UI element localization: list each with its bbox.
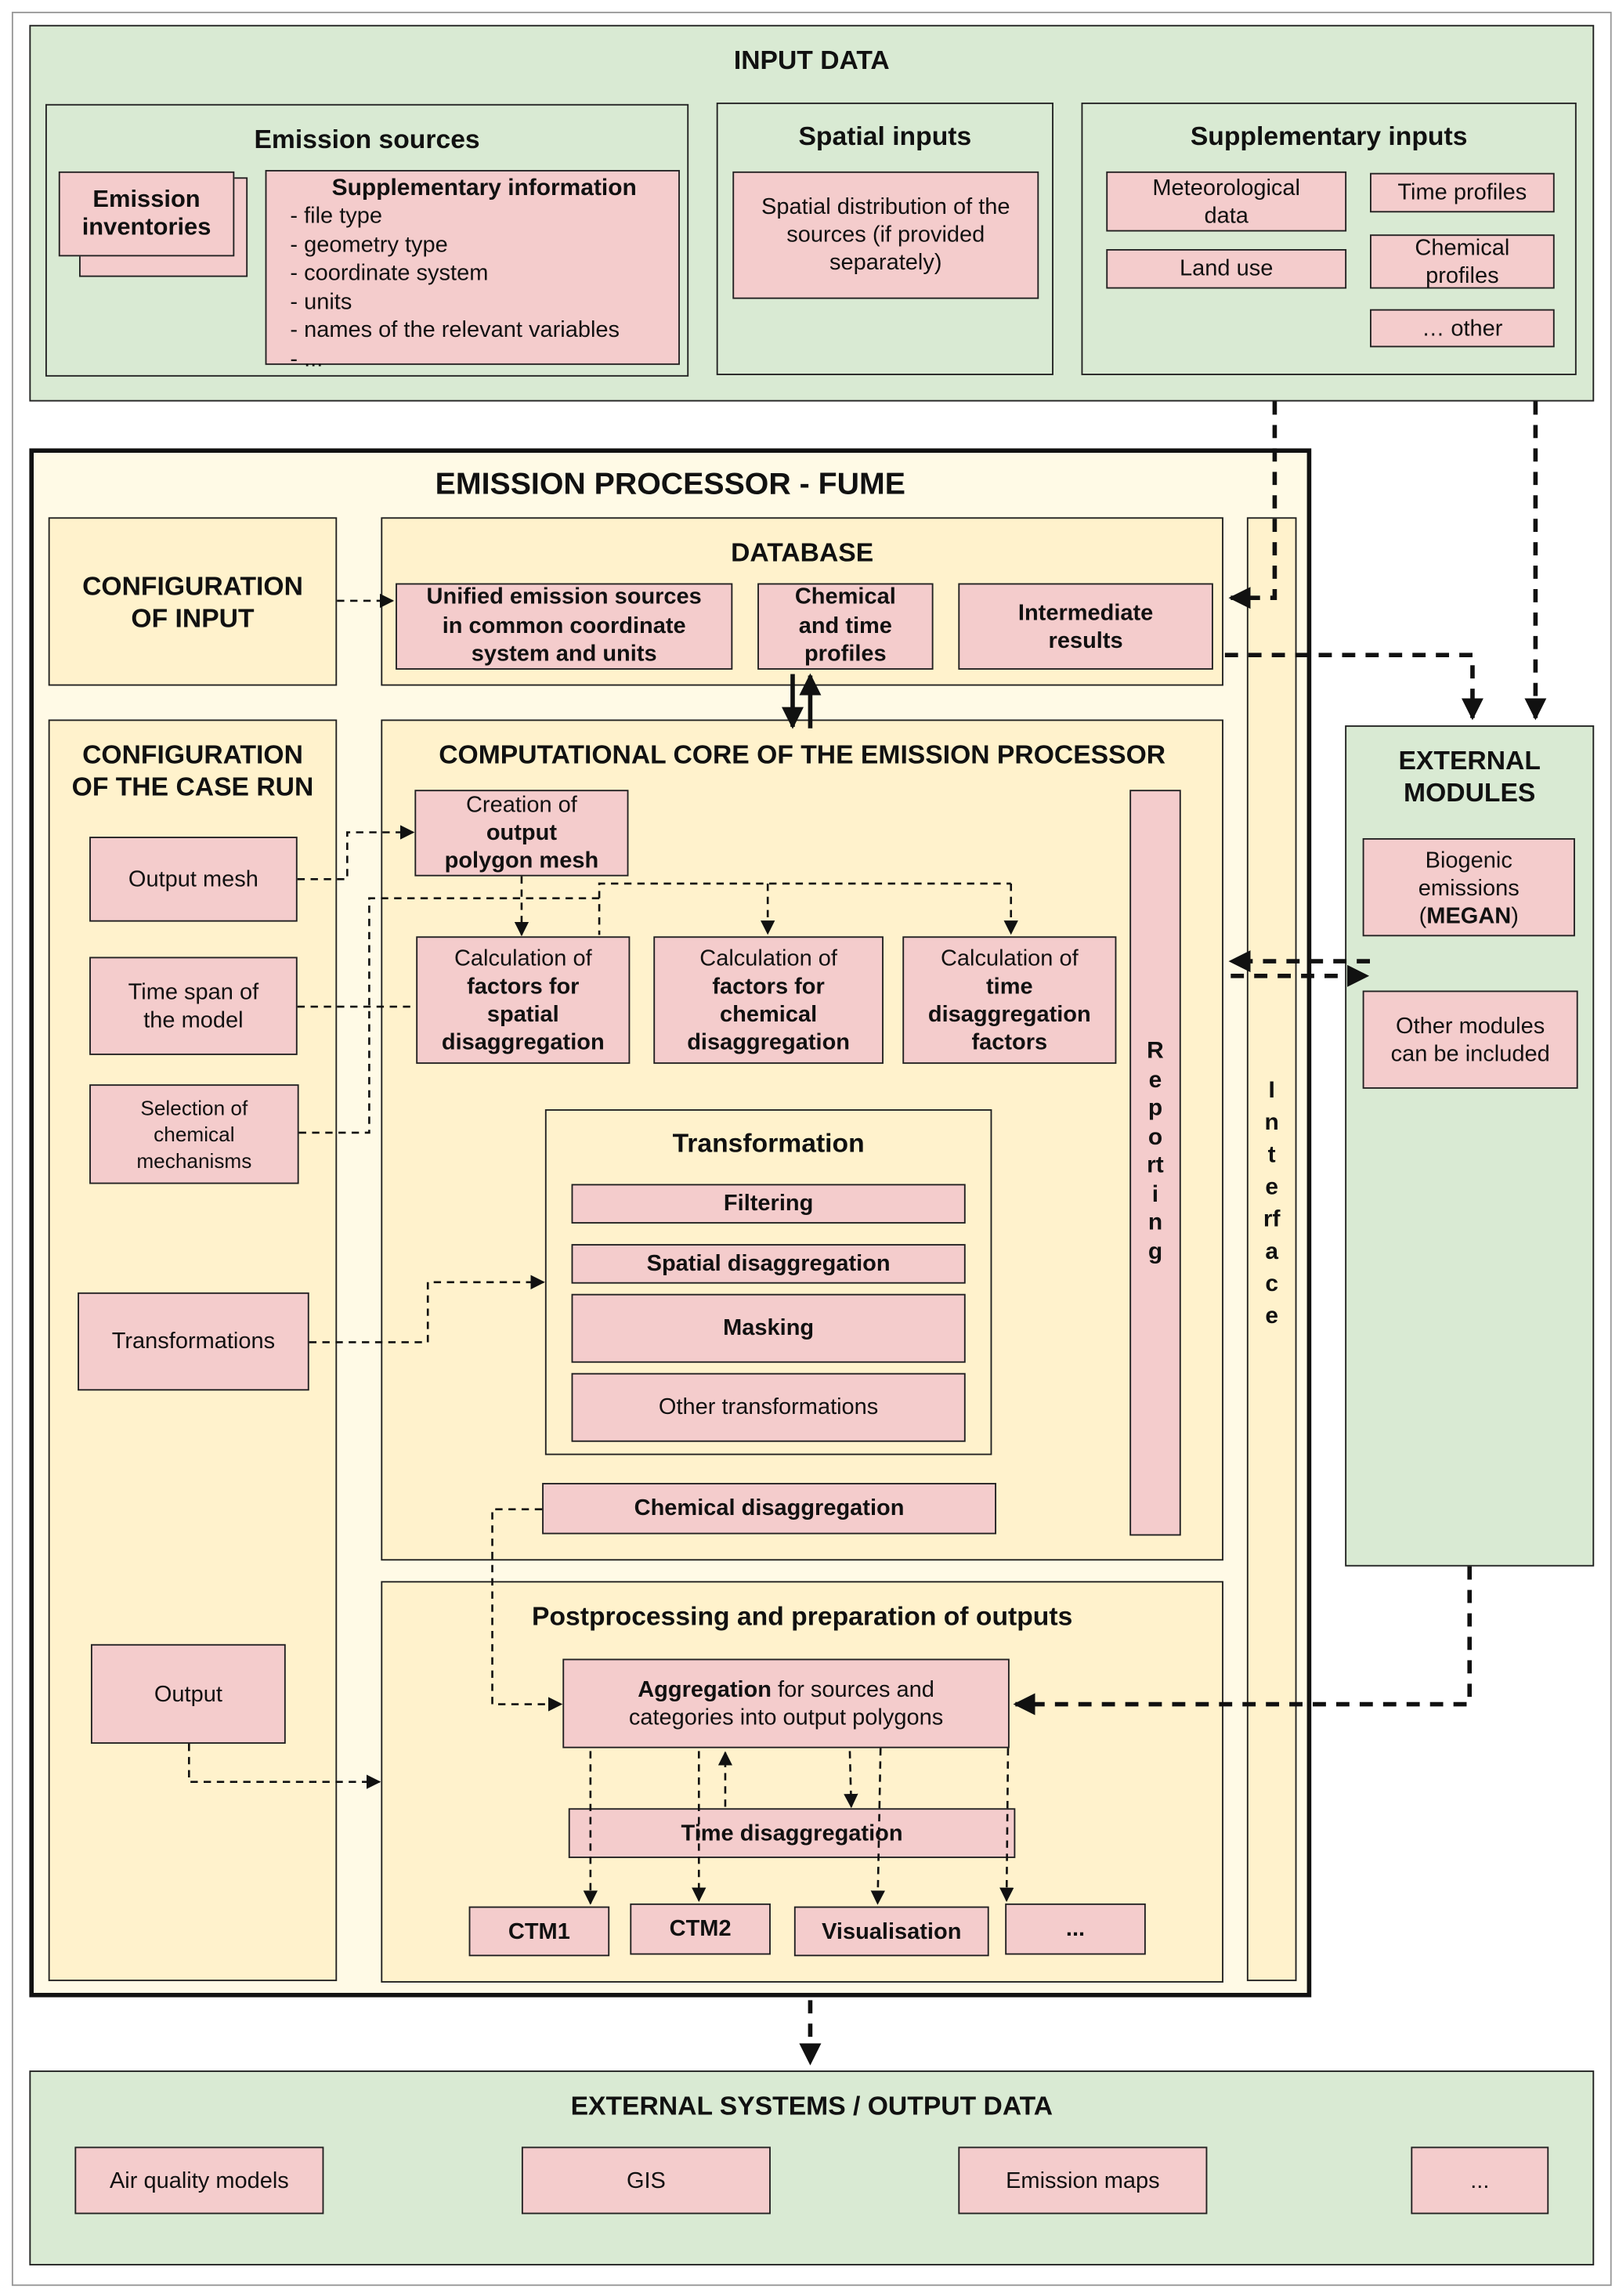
spatial-inputs-title: Spatial inputs [798,121,972,151]
reporting-label: Reporting [1147,1039,1164,1264]
computational-core-title: COMPUTATIONAL CORE OF THE EMISSION PROCE… [439,739,1166,770]
chemical-profiles: Chemical profiles [1370,234,1555,289]
external-more: ... [1411,2146,1549,2215]
arrow-external-to-aggregation [1013,1566,1473,1716]
selection-of-chemical-mechanisms[interactable]: Selection of chemical mechanisms [89,1084,299,1184]
filtering: Filtering [571,1184,966,1224]
time-disaggregation: Time disaggregation [568,1808,1016,1858]
spatial-disaggregation: Spatial disaggregation [571,1244,966,1284]
postprocessing-title: Postprocessing and preparation of output… [531,1601,1073,1631]
arrow-intermediate-to-external [1224,653,1483,721]
output-ctm1: CTM1 [468,1906,610,1957]
megan-label: MEGAN [1426,904,1512,929]
output-mesh[interactable]: Output mesh [89,837,298,922]
interface-label: Interface [1263,1078,1281,1329]
output-visualisation: Visualisation [793,1906,989,1957]
supplementary-information-title: Supplementary information [331,175,637,201]
external-systems-title: EXTERNAL SYSTEMS / OUTPUT DATA [570,2091,1053,2121]
arrow-output-mesh [297,825,415,880]
calc-spatial-factors: Calculation of factors for spatial disag… [416,936,631,1065]
arrow-aggregation-to-time [844,1751,858,1809]
calc-chemical-factors: Calculation of factors for chemical disa… [653,936,884,1065]
arrow-to-visualisation [870,1748,885,1905]
calc-chemical-label: factors for chemical disaggregation [687,974,851,1054]
emission-maps: Emission maps [958,2146,1208,2215]
gis: GIS [521,2146,771,2215]
line-factor-bus [598,882,1011,899]
supplementary-information: Supplementary information - file type - … [265,169,680,371]
emission-inventories: Emission inventories [58,171,235,257]
supplementary-inputs-title: Supplementary inputs [1190,121,1468,151]
line-selection [298,897,601,1134]
output-ctm2: CTM2 [630,1903,771,1955]
other-inputs: … other [1370,309,1555,348]
calc-spatial-label: factors for spatial disaggregation [441,974,605,1054]
unified-emission-sources: Unified emission sources in common coord… [396,583,733,670]
chemical-disaggregation: Chemical disaggregation [542,1483,997,1535]
calc-prefix: Calculation of [699,946,837,971]
calc-prefix: Calculation of [940,946,1079,971]
input-data-title: INPUT DATA [733,45,890,75]
transformation-title: Transformation [672,1128,865,1158]
masking: Masking [571,1293,966,1363]
time-span[interactable]: Time span of the model [89,956,298,1055]
emission-sources-title: Emission sources [254,125,480,154]
air-quality-models: Air quality models [74,2146,324,2215]
emission-processor-title: EMISSION PROCESSOR - FUME [435,467,905,501]
arrow-inputs-to-interface [1228,401,1277,609]
aggregation-bold: Aggregation [638,1677,772,1703]
supplementary-information-list: - file type - geometry type - coordinate… [290,204,620,372]
biogenic-close: ) [1511,904,1519,929]
calc-time-label: time disaggregation factors [927,974,1091,1054]
chemical-and-time-profiles: Chemical and time profiles [757,583,934,670]
output-polygon-mesh-label: output polygon mesh [444,820,599,873]
reporting-bar: Reporting [1129,790,1181,1536]
creation-label: Creation of [465,792,577,818]
aggregation-rest: for sources and categories into output p… [628,1677,944,1731]
configuration-of-input: CONFIGURATION OF INPUT [48,517,338,686]
arrow-output-config [187,1744,381,1789]
external-modules-title: EXTERNAL MODULES [1398,746,1541,808]
transformations-config[interactable]: Transformations [78,1292,309,1391]
arrow-chem-to-aggregation [491,1508,563,1712]
arrow-to-more [999,1748,1014,1903]
creation-output-mesh: Creation of output polygon mesh [414,790,629,877]
biogenic-label: Biogenic emissions ( [1418,848,1520,929]
figure-frame [11,11,1612,2287]
land-use: Land use [1106,249,1347,289]
output-config[interactable]: Output [90,1643,286,1745]
biogenic-emissions-megan: Biogenic emissions (MEGAN) [1362,837,1575,937]
meteorological-data: Meteorological data [1106,171,1347,232]
arrow-transformations [309,1275,545,1343]
configuration-case-run-title: CONFIGURATION OF THE CASE RUN [71,739,314,802]
interface-bar: Interface [1246,517,1297,1982]
intermediate-results: Intermediate results [958,583,1213,670]
calc-prefix: Calculation of [454,946,592,971]
spatial-distribution: Spatial distribution of the sources (if … [732,171,1039,299]
other-transformations: Other transformations [571,1372,966,1442]
output-more: ... [1005,1903,1146,1955]
time-profiles: Time profiles [1370,172,1555,213]
aggregation: Aggregation for sources and categories i… [562,1658,1010,1748]
other-modules: Other modules can be included [1362,990,1578,1089]
database-title: DATABASE [731,537,874,567]
calc-time-factors: Calculation of time disaggregation facto… [902,936,1117,1065]
